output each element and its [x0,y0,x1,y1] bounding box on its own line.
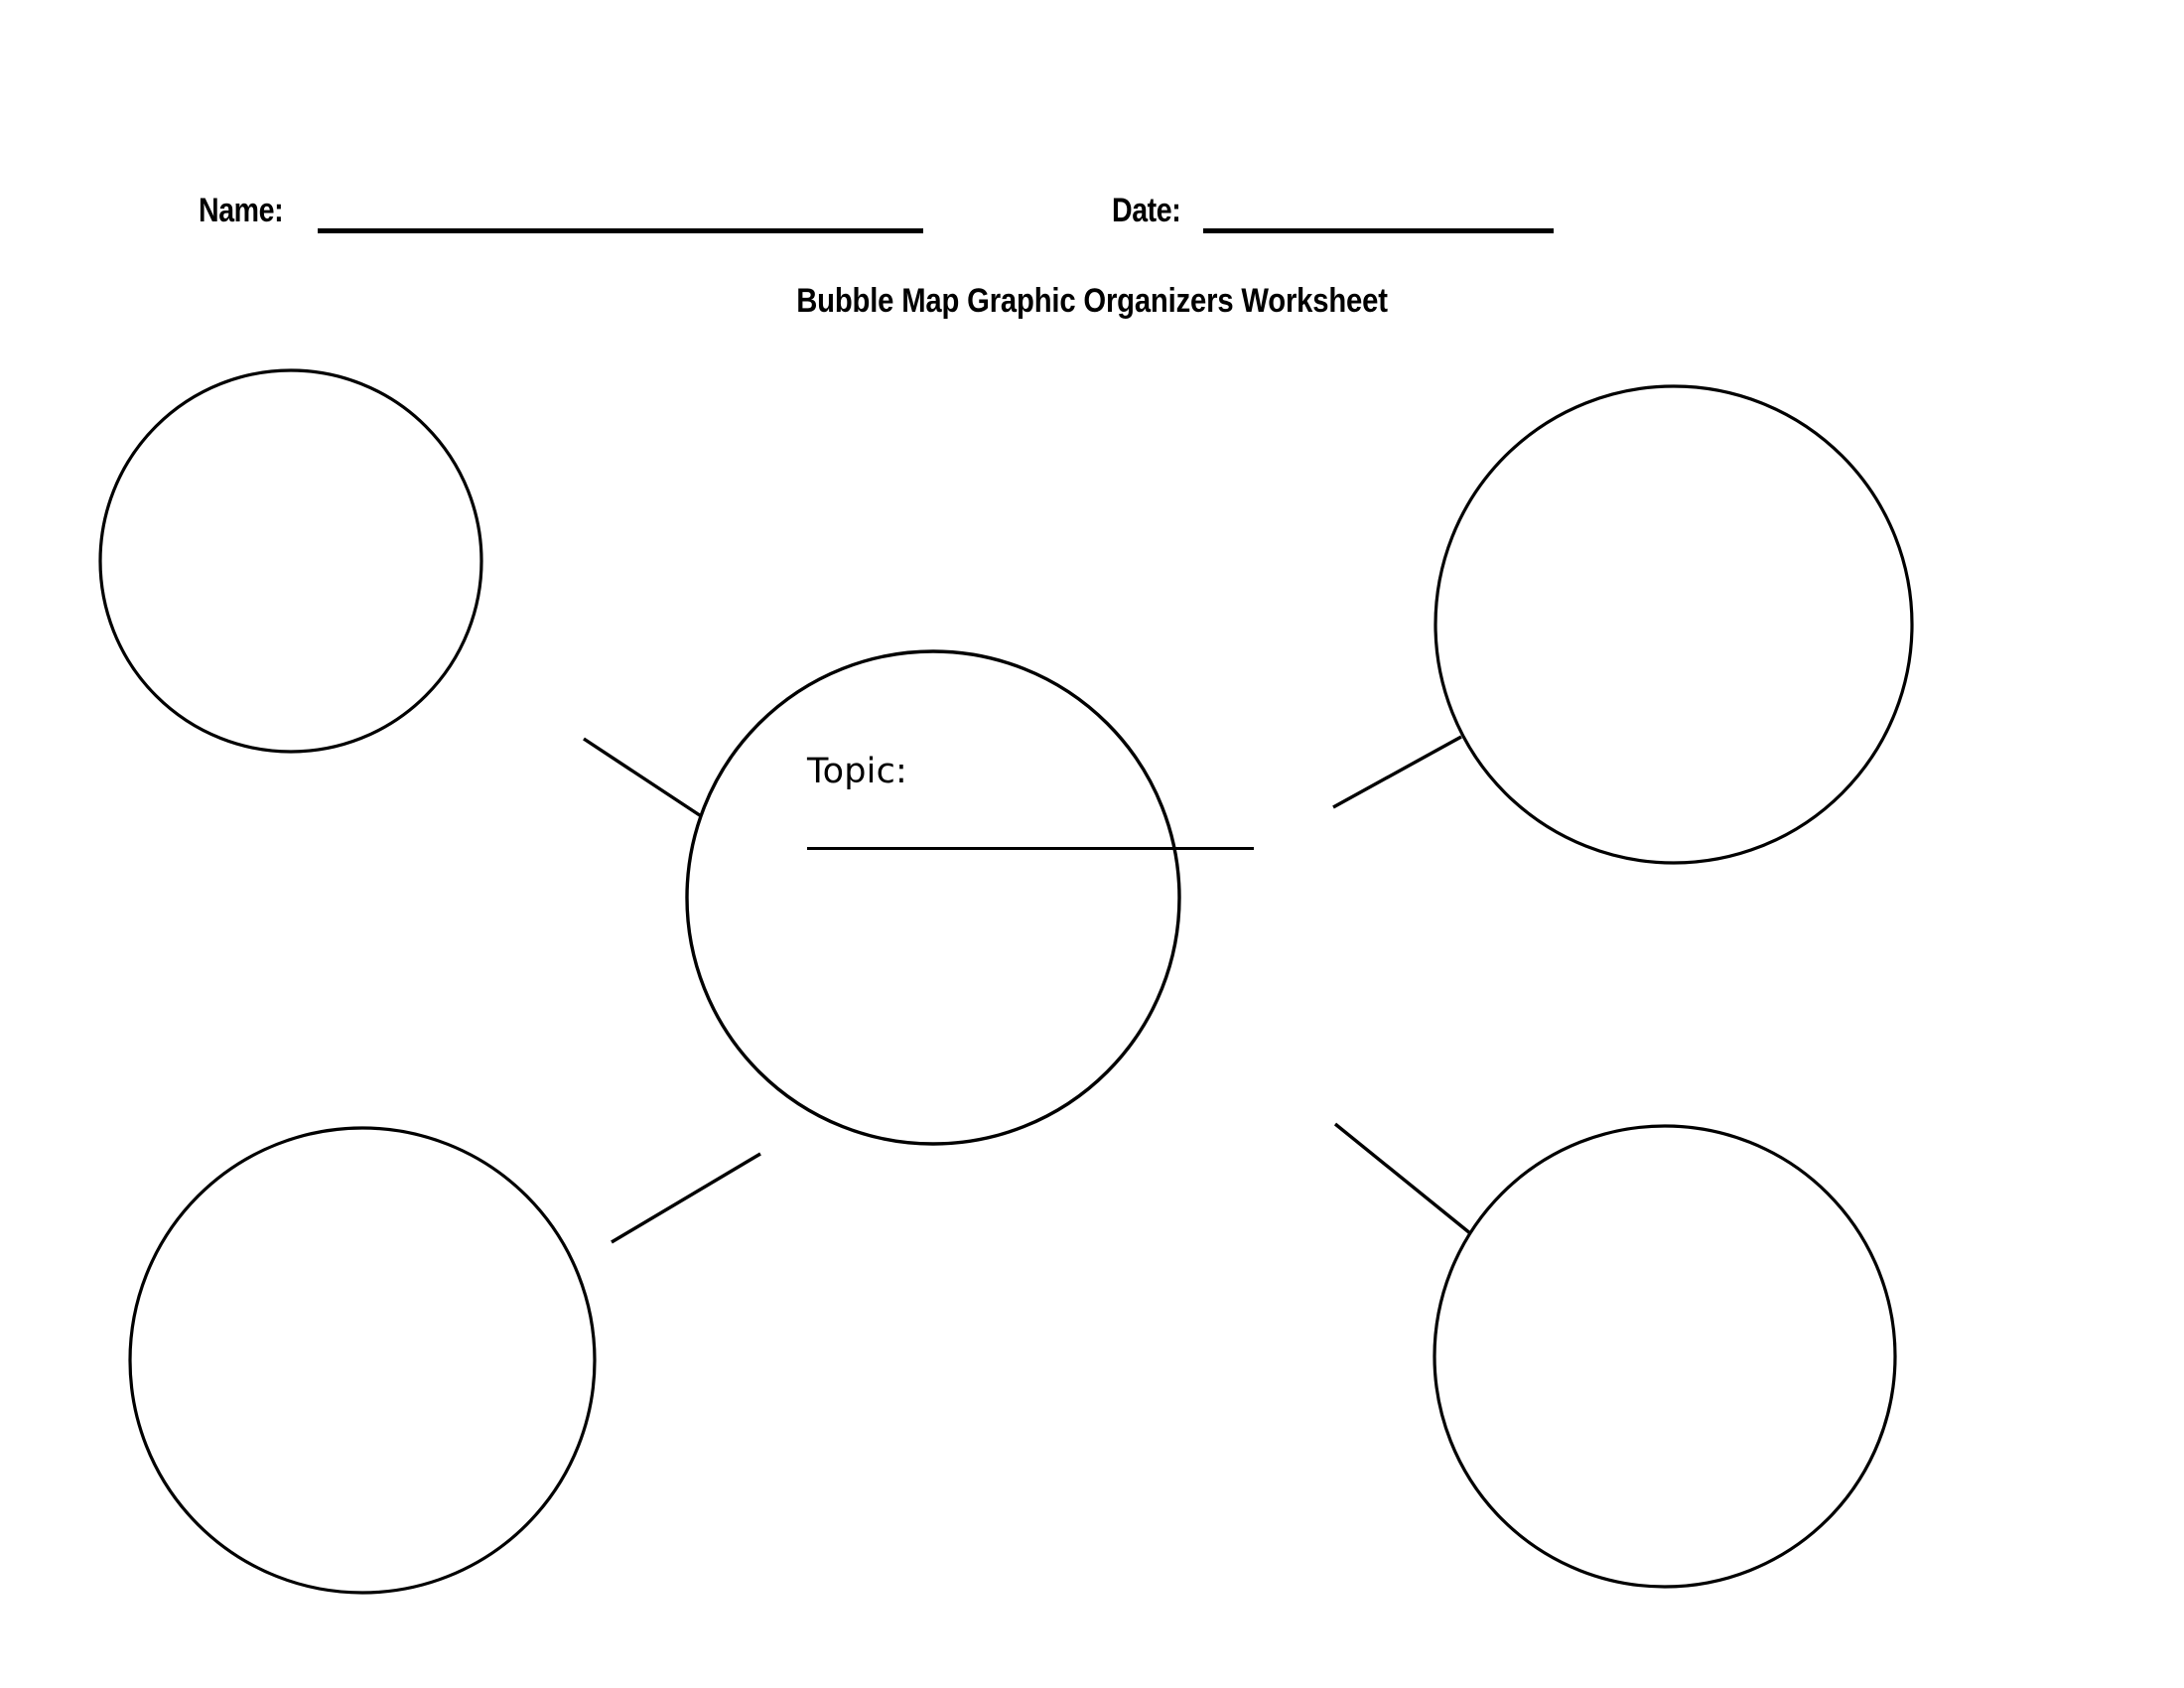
date-label: Date: [1112,192,1181,229]
topic-write-in-rule[interactable] [807,847,1254,850]
connector-bottom-left-to-center [611,1152,761,1244]
bubble-top-left[interactable] [98,368,483,754]
connector-center-to-bottom-right [1333,1122,1483,1244]
page-title: Bubble Map Graphic Organizers Worksheet [796,282,1388,320]
worksheet-header: Name: Date: [0,194,2184,253]
topic-label: Topic: [807,752,908,791]
connector-center-to-top-right [1332,735,1462,809]
name-write-in-rule[interactable] [318,228,923,233]
date-field[interactable]: Date: [1112,192,1554,233]
name-field[interactable]: Name: [199,192,923,233]
bubble-top-right[interactable] [1433,384,1914,865]
bubble-bottom-left[interactable] [128,1126,597,1595]
date-write-in-rule[interactable] [1203,228,1554,233]
bubble-bottom-right[interactable] [1433,1124,1897,1589]
bubble-center-topic[interactable] [685,649,1181,1146]
topic-field[interactable]: Topic: [807,755,1274,850]
name-label: Name: [199,192,284,229]
